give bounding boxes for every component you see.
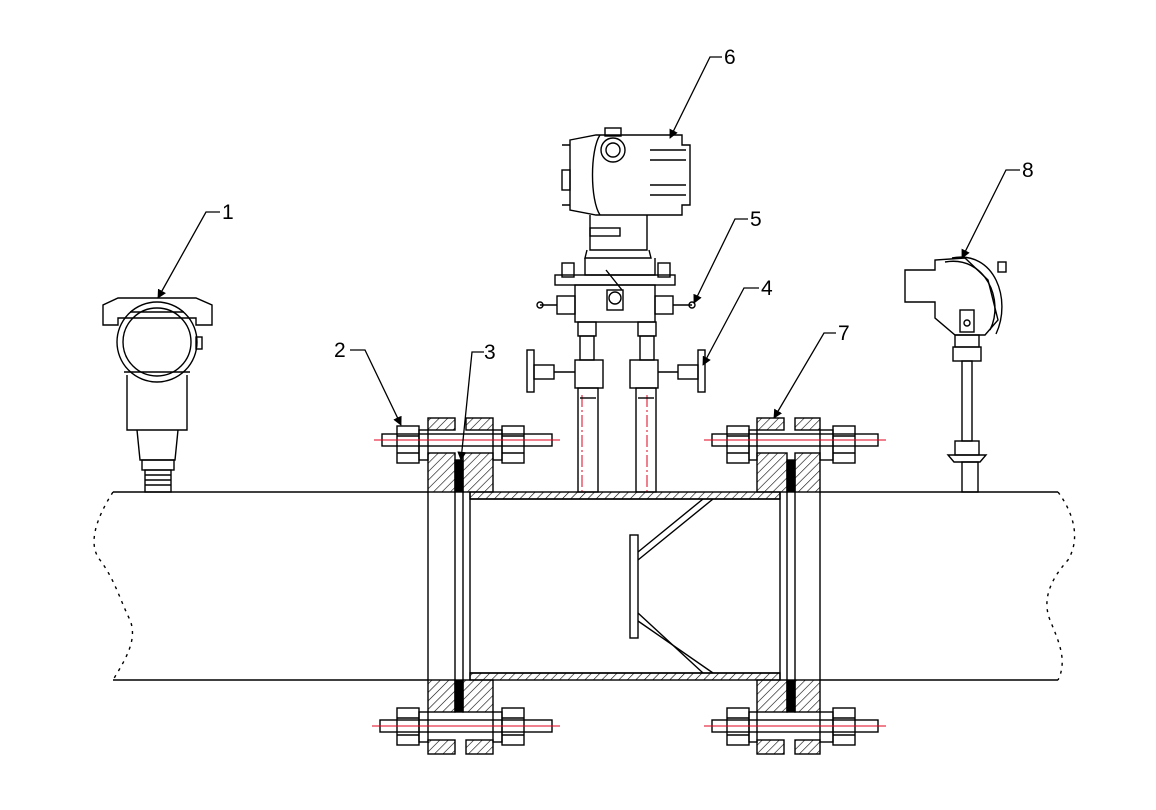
pressure-transmitter-icon [102,297,213,493]
bolt-centerlines [372,395,886,727]
left-flange [427,417,494,755]
gasket-icon [454,459,464,713]
callout-8: 8 [1022,159,1034,182]
callout-2: 2 [334,339,346,362]
wedge-meter-body-icon [469,491,781,681]
needle-valve-icon [526,349,706,493]
callout-7: 7 [838,322,850,345]
callout-4: 4 [761,277,773,300]
valve-manifold-icon [536,262,696,361]
callout-6: 6 [724,46,736,69]
callout-1: 1 [222,201,234,224]
temperature-sensor-icon [904,256,1007,493]
callout-leaders [157,56,1020,461]
differential-pressure-transmitter-icon [561,127,691,276]
callout-5: 5 [750,208,762,231]
pipe [93,491,1076,681]
right-flange [756,417,821,755]
callout-3: 3 [484,341,496,364]
